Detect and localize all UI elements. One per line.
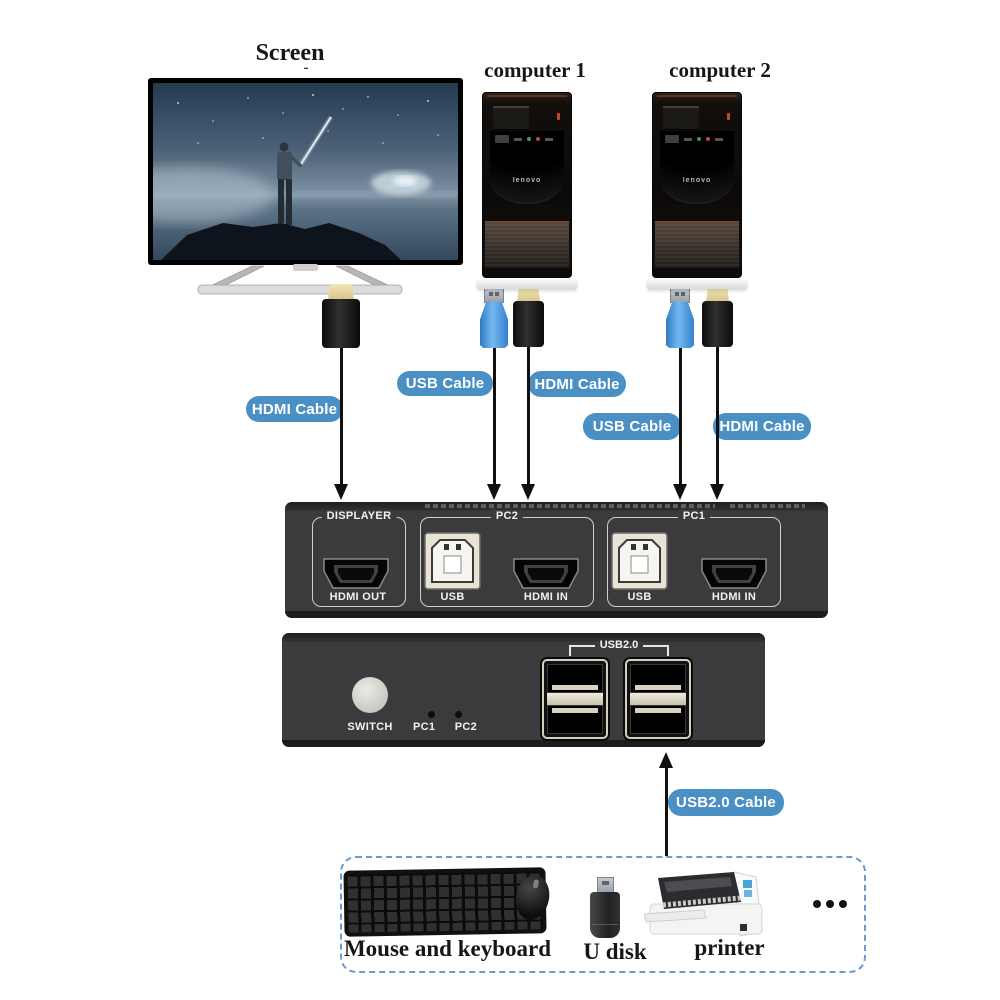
model-text-illegible: [425, 504, 715, 508]
usb-plug-body: [666, 302, 694, 348]
hdmi-plug-body: [513, 301, 544, 347]
cable-line-c1-usb: [493, 348, 496, 484]
usb-a-port: [630, 705, 686, 734]
more-devices-ellipsis-icon: [839, 900, 847, 908]
optical-drive: [663, 106, 699, 130]
usb-a-port: [547, 664, 603, 693]
pc1-section-label: PC1: [677, 510, 711, 522]
computer2-tower: lenovo: [647, 92, 747, 289]
lenovo-logo: lenovo: [512, 177, 542, 184]
hdmi-cable-label-display: HDMI Cable: [246, 396, 343, 422]
more-devices-ellipsis-icon: [826, 900, 834, 908]
cable-line-c2-hdmi: [716, 347, 719, 484]
arrow-up-icon: [659, 752, 673, 768]
hdmi-out-label: HDMI OUT: [329, 591, 387, 603]
pc2-hdmi-in-port: [513, 558, 579, 589]
cable-line-c1-hdmi: [527, 347, 530, 484]
front-ports: [665, 134, 723, 144]
usb-a-port-column-2: [625, 659, 691, 739]
computer1-tower: lenovo: [477, 92, 577, 289]
pc2-section-label: PC2: [490, 510, 524, 522]
arrow-down-icon: [487, 484, 501, 500]
pc1-led: [428, 711, 435, 718]
displayer-section-label: DISPLAYER: [321, 510, 397, 522]
monitor-screen-image: [103, 83, 458, 260]
usb-cable-label-computer2: USB Cable: [583, 413, 681, 440]
hdmi-cable-label-computer1: HDMI Cable: [528, 371, 626, 397]
pc1-hdmi-in-port: [701, 558, 767, 589]
u-disk-label: U disk: [583, 939, 647, 964]
tower-body: lenovo: [652, 92, 742, 278]
usb-plug-body: [480, 302, 508, 348]
model-text-illegible: [730, 504, 805, 508]
printer-image: [644, 871, 763, 937]
arrow-down-icon: [673, 484, 687, 500]
pc2-led-label: PC2: [454, 721, 477, 733]
usb-a-port: [630, 664, 686, 693]
arrow-down-icon: [521, 484, 535, 500]
cable-line-usb20: [665, 768, 668, 856]
usb20-bracket: USB2.0: [569, 639, 669, 656]
front-ports: [495, 134, 553, 144]
tower-body: lenovo: [482, 92, 572, 278]
pc1-hdmi-in-label: HDMI IN: [711, 591, 757, 603]
peripherals-group-box: [340, 856, 866, 973]
power-led: [727, 113, 730, 120]
hdmi-plug-contact: [517, 288, 540, 302]
usb20-ports-label: USB2.0: [599, 639, 639, 651]
computer1-title: computer 1: [484, 58, 586, 82]
pc1-usb-label: USB: [627, 591, 652, 603]
cable-line-display: [340, 348, 343, 484]
arrow-down-icon: [710, 484, 724, 500]
screen-title-dash: -: [303, 60, 309, 76]
udisk-body: [590, 892, 620, 938]
usb-cable-label-computer1: USB Cable: [397, 371, 493, 396]
monitor: [103, 78, 463, 265]
usb-plug-contact: [670, 288, 690, 303]
cable-line-c2-usb: [679, 348, 682, 484]
printer-label: printer: [694, 935, 765, 960]
tower-pedestal: [647, 278, 747, 289]
kvm-switch-rear-panel: DISPLAYER PC2 PC1 HDMI OUT USB: [285, 502, 828, 618]
monitor-stand: [197, 264, 403, 295]
hdmi-out-port: [323, 558, 389, 589]
power-led: [557, 113, 560, 120]
computer2-title: computer 2: [669, 58, 771, 82]
hdmi-cable-label-computer2: HDMI Cable: [713, 413, 811, 440]
lenovo-logo: lenovo: [682, 177, 712, 184]
hdmi-plug-contact: [328, 284, 354, 300]
mouse-keyboard-label: Mouse and keyboard: [343, 936, 552, 961]
screen-title: Screen: [255, 40, 325, 66]
pc2-usb-label: USB: [440, 591, 465, 603]
pc1-section: PC1: [607, 510, 781, 607]
tower-pedestal: [477, 278, 577, 289]
pc2-usb-port: [424, 532, 481, 590]
arrow-down-icon: [334, 484, 348, 500]
usb20-cable-label: USB2.0 Cable: [668, 789, 784, 816]
udisk-connector: [597, 877, 614, 893]
pc1-led-label: PC1: [413, 721, 436, 733]
pc2-hdmi-in-label: HDMI IN: [523, 591, 569, 603]
switch-button-label: SWITCH: [347, 721, 393, 733]
switch-button[interactable]: [352, 677, 388, 713]
usb-a-port-column-1: [542, 659, 608, 739]
optical-drive: [493, 106, 529, 130]
displayer-section: DISPLAYER: [312, 510, 406, 607]
usb-a-port: [547, 705, 603, 734]
pc2-section: PC2: [420, 510, 594, 607]
pc1-usb-port: [611, 532, 668, 590]
usb-plug-contact: [484, 288, 504, 303]
hdmi-plug-body: [702, 301, 733, 347]
pc2-led: [455, 711, 462, 718]
kvm-switch-front-panel: SWITCH PC1 PC2 USB2.0: [282, 633, 765, 747]
hdmi-plug-contact: [706, 288, 729, 302]
hdmi-plug-body: [322, 299, 360, 348]
more-devices-ellipsis-icon: [813, 900, 821, 908]
